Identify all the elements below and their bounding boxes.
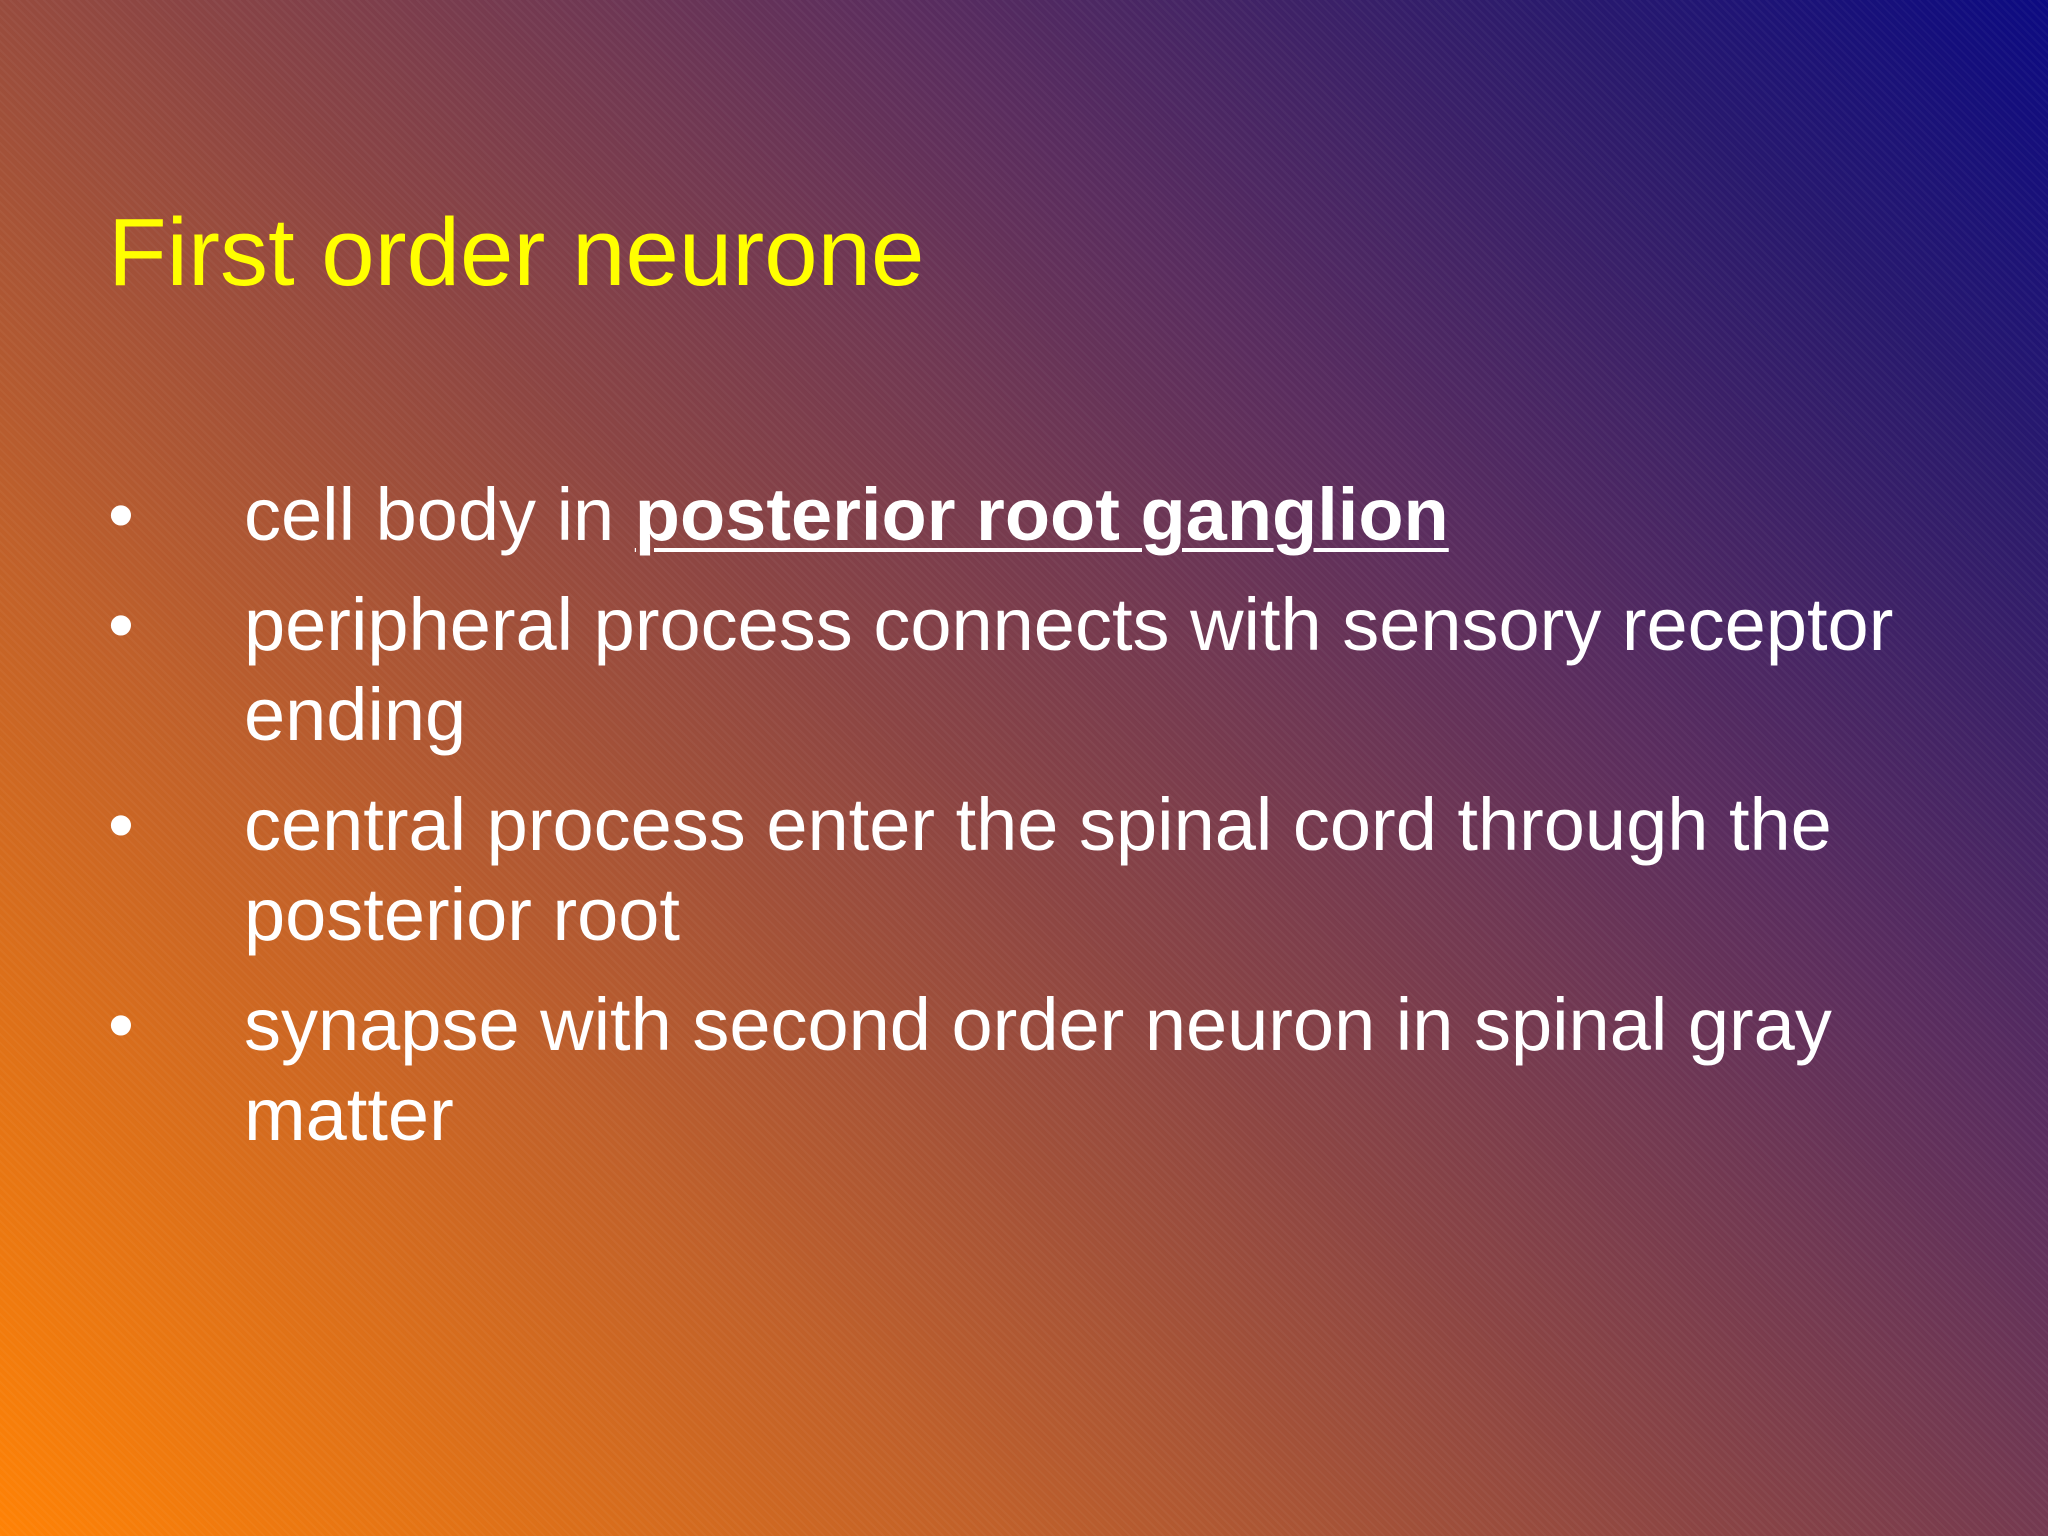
- bullet-item: • synapse with second order neuron in sp…: [108, 980, 1988, 1160]
- bullet-text: central process enter the spinal cord th…: [244, 783, 1832, 956]
- bullet-dot-icon: •: [108, 473, 134, 556]
- bullet-dot-icon: •: [108, 583, 134, 666]
- slide-title: First order neurone: [108, 199, 925, 306]
- bullet-list: • cell body in posterior root ganglion •…: [108, 470, 1988, 1180]
- bullet-item: • peripheral process connects with senso…: [108, 580, 1988, 760]
- bullet-text: peripheral process connects with sensory…: [244, 583, 1894, 756]
- bullet-emphasis-text: posterior root ganglion: [634, 473, 1449, 556]
- bullet-text: synapse with second order neuron in spin…: [244, 983, 1832, 1156]
- bullet-dot-icon: •: [108, 983, 134, 1066]
- bullet-text: cell body in: [244, 473, 635, 556]
- bullet-item: • cell body in posterior root ganglion: [108, 470, 1988, 560]
- bullet-item: • central process enter the spinal cord …: [108, 780, 1988, 960]
- bullet-dot-icon: •: [108, 783, 134, 866]
